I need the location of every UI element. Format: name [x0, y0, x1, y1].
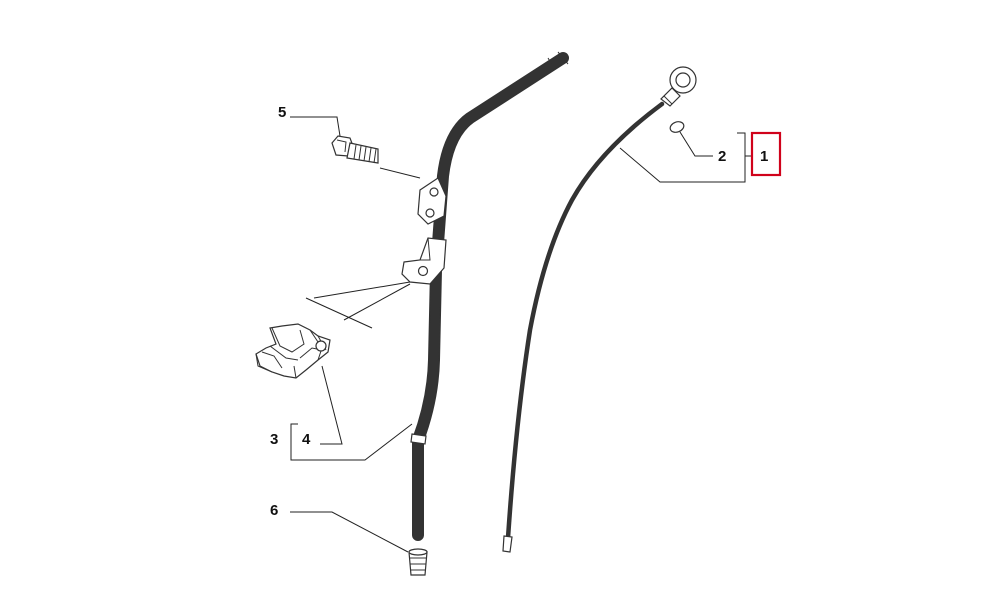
bolt-part-5[interactable]	[331, 135, 379, 164]
seal-part-6[interactable]	[408, 548, 428, 576]
mount-indicator-lines	[305, 167, 421, 329]
callout-2[interactable]: 2	[718, 148, 726, 165]
callout-6[interactable]: 6	[270, 502, 278, 519]
callout-5[interactable]: 5	[278, 104, 286, 121]
clip-part-4[interactable]	[255, 323, 331, 379]
callout-4[interactable]: 4	[302, 431, 311, 448]
leader-lines	[290, 116, 752, 553]
callout-1-highlight	[750, 131, 782, 177]
dipstick-part-1[interactable]	[502, 66, 697, 553]
callout-3[interactable]: 3	[270, 431, 278, 448]
callout-1[interactable]: 1	[760, 148, 768, 165]
guide-tube-part-3[interactable]	[401, 51, 569, 541]
o-ring-part-2[interactable]	[669, 120, 686, 134]
